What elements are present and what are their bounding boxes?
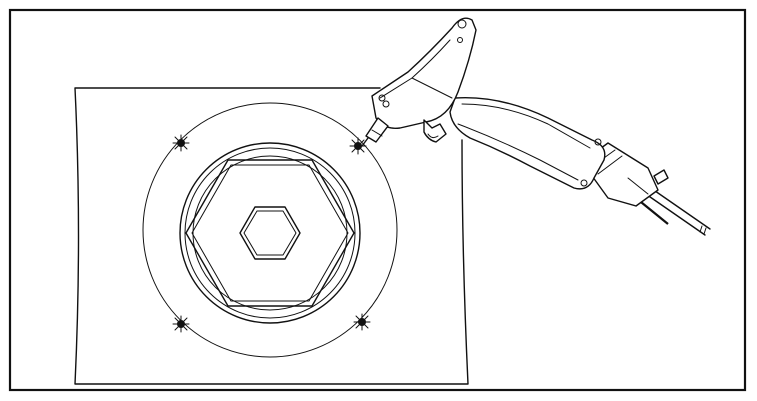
gun-trigger: [423, 119, 447, 143]
spot-welds: [172, 134, 371, 333]
outer-frame: [8, 8, 747, 392]
gun-handle: [449, 96, 606, 190]
flange-circle: [142, 102, 398, 358]
welding-gun: [361, 17, 711, 236]
spot-weld-mark: [172, 315, 190, 333]
center-bolt: [239, 206, 301, 260]
spot-weld-mark: [172, 134, 190, 152]
mounting-plate: [74, 87, 469, 385]
hex-nut: [179, 142, 361, 324]
gun-nozzle: [365, 117, 389, 143]
gun-head: [371, 17, 477, 129]
spot-weld-mark: [353, 313, 371, 331]
spot-weld-mark: [349, 137, 367, 155]
